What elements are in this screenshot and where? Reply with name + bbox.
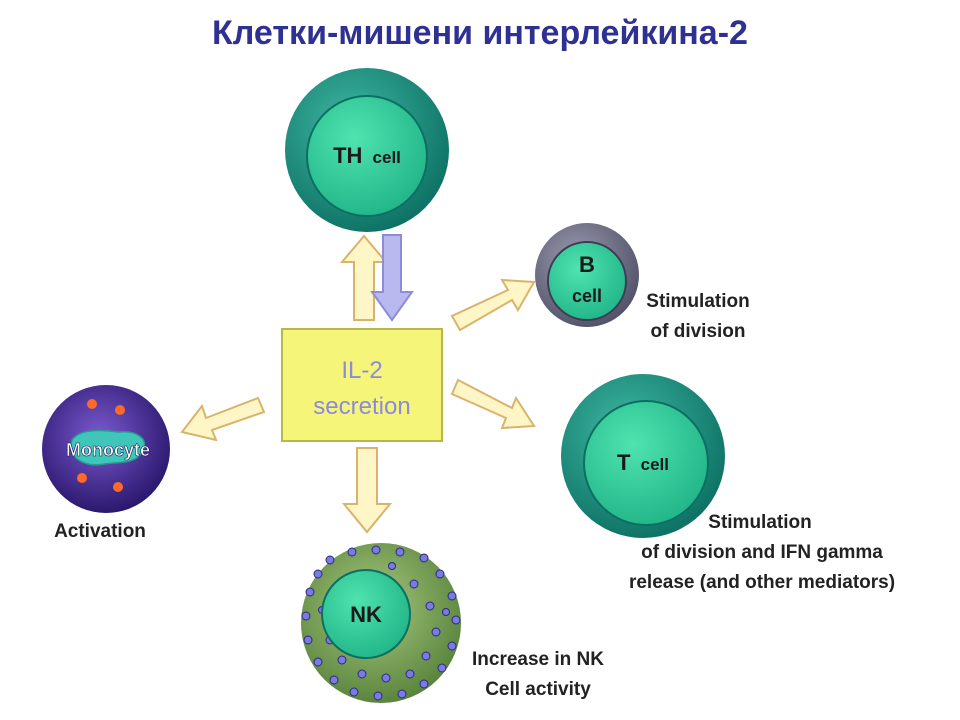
svg-text:TH cell: TH cell	[333, 143, 401, 168]
b-cell: B cell	[535, 223, 639, 327]
nk-effect-line1: Increase in NK	[472, 649, 604, 670]
th-cell-main: TH	[333, 143, 362, 168]
th-cell: TH cell	[285, 68, 449, 232]
arrow-up-to-th	[339, 234, 389, 321]
t-effect-line3: release (and other mediators)	[629, 572, 895, 593]
nk-effect-line2: Cell activity	[485, 679, 591, 700]
b-cell-line1: B	[579, 252, 595, 277]
effect-labels: Stimulation of division Stimulation of d…	[54, 291, 895, 700]
monocyte-label: Monocyte	[66, 440, 150, 460]
b-effect-line2: of division	[651, 321, 746, 342]
b-effect-line1: Stimulation	[646, 291, 749, 312]
il2-line2: secretion	[313, 393, 410, 420]
nk-cell-label: NK	[350, 602, 382, 627]
th-cell-sub: cell	[373, 148, 401, 167]
il2-line1: IL-2	[341, 357, 382, 384]
arrow-down-to-nk	[341, 447, 393, 534]
monocyte-cell: Monocyte	[42, 385, 170, 513]
arrows	[180, 234, 536, 534]
page-title: Клетки-мишени интерлейкина-2	[212, 14, 748, 52]
monocyte-effect: Activation	[54, 521, 146, 542]
t-cell-main: T	[617, 450, 631, 475]
b-cell-line2: cell	[572, 286, 602, 306]
t-effect-line2: of division and IFN gamma	[641, 542, 883, 563]
arrow-down-from-th	[370, 234, 414, 322]
t-cell: T cell	[561, 374, 725, 538]
svg-text:T cell: T cell	[617, 450, 669, 475]
t-effect-line1: Stimulation	[708, 512, 811, 533]
arrow-to-monocyte	[180, 396, 266, 442]
il2-secretion-box: IL-2 secretion	[281, 328, 443, 442]
arrow-to-t-cell	[450, 378, 536, 430]
nk-cell: NK	[301, 543, 461, 703]
t-cell-sub: cell	[641, 455, 669, 474]
arrow-to-b-cell	[450, 278, 536, 332]
